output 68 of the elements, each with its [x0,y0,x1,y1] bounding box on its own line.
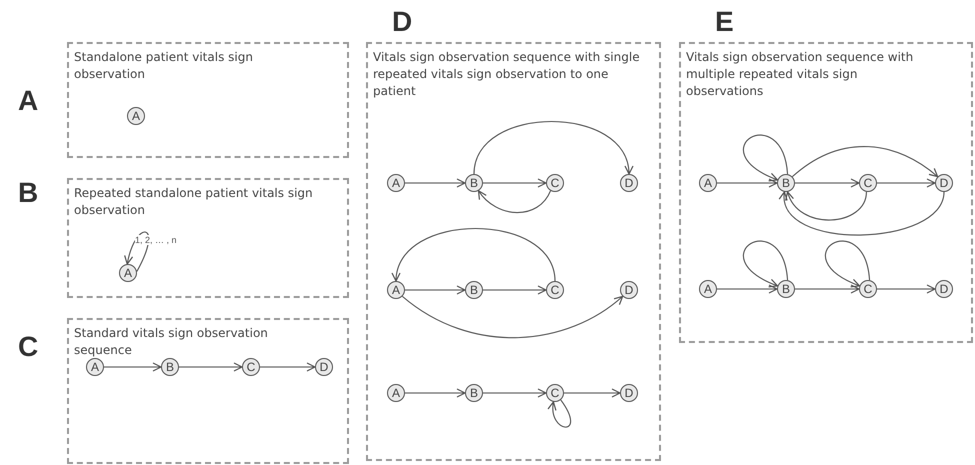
state-circle: C [546,174,564,192]
arrow [405,285,466,295]
arrow [405,178,466,188]
dashed-panel [366,42,661,461]
arrow [742,240,788,287]
state-circle: A [86,358,104,376]
arrow [792,146,938,178]
state-circle: D [620,384,638,402]
state-circle: A [127,107,145,125]
state-circle: D [620,174,638,192]
state-circle: D [935,280,953,298]
dashed-panel [679,42,973,343]
panel-description: Vitals sign observation sequence with single repeated vitals sign observation to one patient [373,49,641,100]
arrow [483,285,547,295]
state-circle: B [777,280,795,298]
state-circle: D [315,358,333,376]
panel-letter: C [18,332,38,362]
state-circle: B [161,358,179,376]
arrow [877,284,936,294]
state-circle: C [859,280,877,298]
state-circle: B [777,174,795,192]
arrow [402,296,624,338]
arrow [742,134,788,181]
arrow [795,178,860,188]
panel-letter: E [715,7,734,37]
panel-description: Standard vitals sign observation sequence [74,325,269,359]
arrow [564,388,621,398]
state-circle: B [465,384,483,402]
panel-description: Standalone patient vitals sign observation [74,49,254,83]
state-circle: B [465,174,483,192]
edge-label: 1, 2, … , n [135,235,177,245]
arrow [104,362,162,372]
arrow [717,178,778,188]
dashed-panel [67,318,349,464]
state-circle: A [387,174,405,192]
state-circle: C [242,358,260,376]
arrow [786,191,867,220]
state-circle: B [465,281,483,299]
state-circle: C [859,174,877,192]
arrow [780,191,945,236]
panel-letter: D [392,7,412,37]
state-circle: A [387,281,405,299]
state-circle: D [935,174,953,192]
arrow [478,190,551,214]
state-circle: D [620,281,638,299]
arrow [260,362,316,372]
arrow [824,240,870,287]
state-circle: C [546,281,564,299]
panel-description: Repeated standalone patient vitals sign observation [74,185,314,219]
dashed-panel [67,42,349,158]
state-circle: C [546,384,564,402]
state-circle: A [699,174,717,192]
arrow [393,228,556,282]
arrow [548,400,572,428]
state-circle: A [119,264,137,282]
arrow [877,178,936,188]
arrow [717,284,778,294]
arrow [795,284,860,294]
panel-description: Vitals sign observation sequence with multiple repeated vitals sign observations [686,49,914,100]
arrow [483,178,547,188]
panel-letter: B [18,178,38,208]
state-circle: A [699,280,717,298]
panel-letter: A [18,86,38,116]
arrow [483,388,547,398]
arrow [179,362,243,372]
state-circle: A [387,384,405,402]
arrow [405,388,466,398]
arrow [473,121,632,175]
